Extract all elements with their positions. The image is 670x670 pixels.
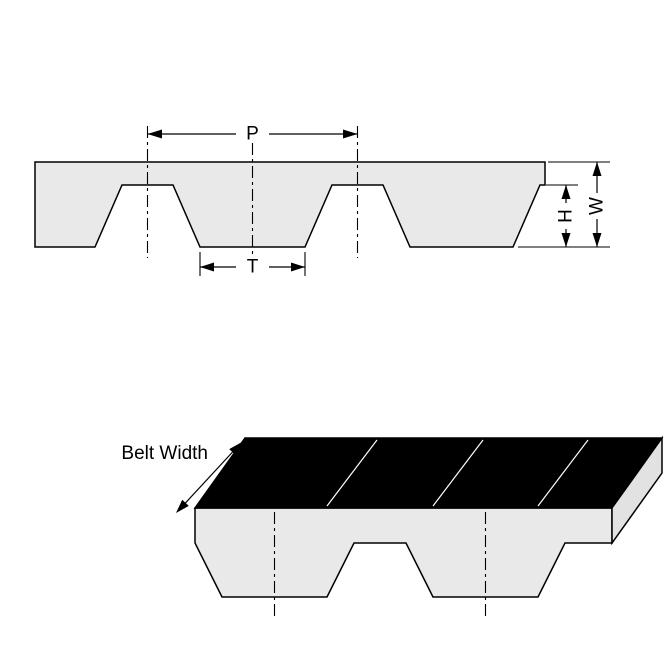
arrow-left-icon [147,129,162,139]
arrow-down-icon [561,233,571,247]
top-face-seam-line [432,439,484,507]
arrow-up-right-icon [229,442,242,456]
top-face-seam-line [326,439,378,507]
arrow-left-icon [200,262,214,272]
belt-front-face [194,507,613,598]
belt-thickness-label: W [587,197,608,215]
arrow-up-icon [592,162,602,176]
belt-end-face [611,435,663,546]
arrow-right-icon [343,129,358,139]
belt-width-label: Belt Width [121,443,208,464]
arrow-down-left-icon [176,499,189,513]
arrow-right-icon [291,262,305,272]
dimension-pitch: P [147,124,358,145]
belt-3d-view: Belt Width [121,435,664,618]
belt-width-arrow [176,442,242,513]
arrow-down-icon [592,233,602,247]
dimension-tooth-width: T [199,252,306,278]
dimension-belt-thickness: W [518,161,610,248]
top-face-seam-line [537,439,589,507]
cross-section-view: P T H W [34,124,610,278]
belt-cross-section-profile [34,161,546,248]
arrow-up-icon [561,185,571,199]
tooth-height-label: H [556,209,577,223]
pitch-label: P [246,124,259,145]
dimension-tooth-height: H [546,184,578,247]
tooth-width-label: T [247,257,259,278]
belt-top-face [193,437,664,509]
